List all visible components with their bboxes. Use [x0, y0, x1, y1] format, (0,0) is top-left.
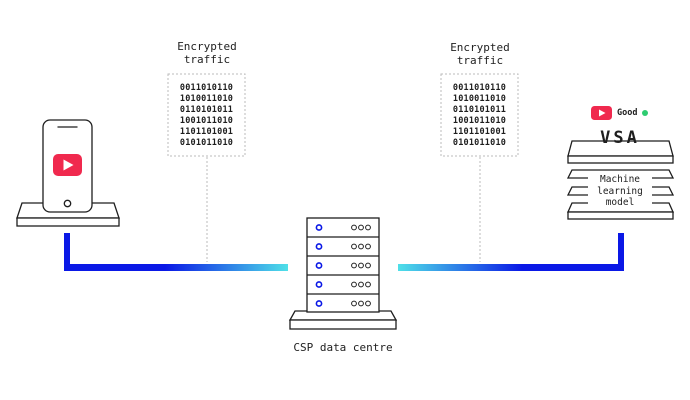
server-icon: [288, 217, 398, 330]
traffic-label-left-line2: traffic: [183, 53, 231, 66]
bits-left: 0011010110 1010011010 0110101011 1001011…: [168, 83, 245, 149]
play-icon: [53, 154, 82, 176]
server-port: [365, 300, 371, 307]
server-port: [365, 262, 371, 269]
server-led: [315, 224, 323, 231]
server-port: [365, 281, 371, 288]
server-led: [315, 243, 323, 250]
ml-line2: learning: [597, 185, 643, 197]
traffic-label-right-line2: traffic: [456, 54, 504, 67]
bit-row: 0101011010: [179, 138, 234, 148]
server-port: [351, 224, 357, 231]
bit-row: 1001011010: [452, 116, 507, 126]
server-port: [358, 300, 364, 307]
server-port: [358, 262, 364, 269]
traffic-label-right: Encrypted traffic: [440, 41, 520, 67]
server-port: [365, 243, 371, 250]
bit-row: 0110101011: [452, 105, 507, 115]
ml-line3: model: [605, 197, 635, 208]
server-port: [351, 281, 357, 288]
server-port: [358, 281, 364, 288]
phone-icon: [16, 119, 120, 227]
bit-row: 1010011010: [452, 94, 507, 104]
vsa-play-icon: [591, 106, 612, 120]
server-port: [351, 262, 357, 269]
traffic-label-right-line1: Encrypted: [450, 41, 510, 54]
server-led: [315, 281, 323, 288]
bit-row: 1010011010: [179, 94, 234, 104]
vsa-title: VSA: [600, 128, 640, 148]
server-port: [365, 224, 371, 231]
server-led: [315, 300, 323, 307]
traffic-label-left-line1: Encrypted: [177, 40, 237, 53]
bits-right: 0011010110 1010011010 0110101011 1001011…: [441, 83, 518, 149]
server-port: [351, 243, 357, 250]
server-led: [315, 262, 323, 269]
bit-row: 1101101001: [179, 127, 234, 137]
ml-line1: Machine: [599, 174, 641, 185]
server-port: [358, 243, 364, 250]
bit-row: 1001011010: [179, 116, 234, 126]
bit-row: 0110101011: [179, 105, 234, 115]
bit-row: 1101101001: [452, 127, 507, 137]
ml-model-label: Machine learning model: [588, 174, 652, 209]
bit-row: 0011010110: [452, 83, 507, 93]
bit-row: 0101011010: [452, 138, 507, 148]
status-text: Good: [617, 108, 638, 118]
link-right: [398, 233, 624, 271]
bit-row: 0011010110: [179, 83, 234, 93]
status-dot: [642, 110, 648, 116]
server-port: [351, 300, 357, 307]
traffic-box-right: [440, 73, 519, 157]
traffic-label-left: Encrypted traffic: [167, 40, 247, 66]
server-label: CSP data centre: [293, 341, 393, 354]
server-leds: [315, 224, 371, 307]
traffic-box-left: [167, 73, 246, 157]
link-left: [64, 233, 288, 271]
server-port: [358, 224, 364, 231]
